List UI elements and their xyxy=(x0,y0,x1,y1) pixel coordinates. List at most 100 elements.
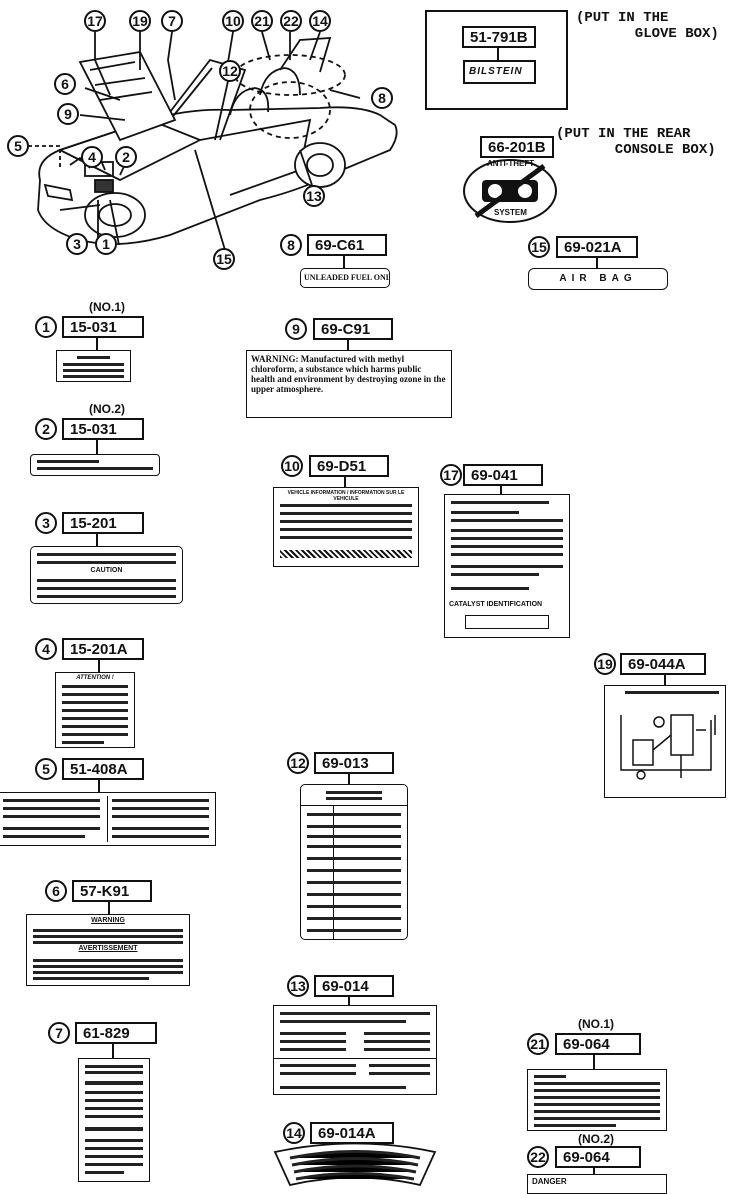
part-number-66-201B: 66-201B xyxy=(480,136,554,158)
callout-17-label: 17 xyxy=(440,464,462,486)
callout-4-label: 4 xyxy=(35,638,57,660)
sticker-caution: CAUTION xyxy=(30,546,183,604)
warning-text: WARNING xyxy=(27,915,189,924)
callout-7-label: 7 xyxy=(48,1022,70,1044)
callout-5-label: 5 xyxy=(35,758,57,780)
callout-14: 14 xyxy=(309,10,331,32)
sticker-hood-warning: WARNING AVERTISSEMENT xyxy=(26,914,190,986)
leader-line xyxy=(344,477,346,487)
note-glove-box: (PUT IN THE GLOVE BOX) xyxy=(576,10,719,42)
leader-line xyxy=(347,340,349,350)
sticker-warning-ozone: WARNING: Manufactured with methyl chloro… xyxy=(246,350,452,418)
sticker-69-064-no1 xyxy=(527,1069,667,1131)
catalyst-identification-text: CATALYST IDENTIFICATION xyxy=(449,601,542,608)
leader-line xyxy=(348,997,350,1005)
callout-1: 1 xyxy=(95,233,117,255)
leader-line xyxy=(108,902,110,914)
part-number-15-031-no2: 15-031 xyxy=(62,418,144,440)
part-number-69-021A: 69-021A xyxy=(556,236,638,258)
callout-19-label: 19 xyxy=(594,653,616,675)
callout-10-label: 10 xyxy=(281,455,303,477)
callout-15-label: 15 xyxy=(528,236,550,258)
sticker-air-bag: AIR BAG xyxy=(528,268,668,290)
part-number-69-C91: 69-C91 xyxy=(313,318,393,340)
anti-theft-system-text: SYSTEM xyxy=(494,208,527,217)
leader-line xyxy=(500,486,502,494)
danger-text: DANGER xyxy=(528,1175,666,1188)
sticker-51-408A xyxy=(0,792,216,846)
part-number-51-791B: 51-791B xyxy=(462,26,536,48)
callout-8-label: 8 xyxy=(280,234,302,256)
callout-17: 17 xyxy=(84,10,106,32)
callout-1-label: 1 xyxy=(35,316,57,338)
part-number-69-014: 69-014 xyxy=(314,975,394,997)
leader-line xyxy=(98,780,100,792)
sticker-69-014A-curved xyxy=(270,1140,440,1187)
air-bag-text: AIR BAG xyxy=(529,269,667,284)
callout-22-label: 22 xyxy=(527,1146,549,1168)
unleaded-text: UNLEADED FUEL ONLY xyxy=(301,269,389,286)
callout-3: 3 xyxy=(66,233,88,255)
sticker-emission-control: CATALYST IDENTIFICATION xyxy=(444,494,570,638)
no2-label: (NO.2) xyxy=(89,402,125,416)
part-number-15-201: 15-201 xyxy=(62,512,144,534)
part-number-69-064-no2: 69-064 xyxy=(555,1146,641,1168)
part-number-69-041: 69-041 xyxy=(463,464,543,486)
part-number-61-829: 61-829 xyxy=(75,1022,157,1044)
vehicle-info-title: VEHICLE INFORMATION / INFORMATION SUR LE… xyxy=(274,488,418,504)
part-number-69-013: 69-013 xyxy=(314,752,394,774)
part-number-57-K91: 57-K91 xyxy=(72,880,152,902)
part-number-69-C61: 69-C61 xyxy=(307,234,387,256)
callout-13: 13 xyxy=(303,185,325,207)
callout-7: 7 xyxy=(161,10,183,32)
sticker-15-031-no1 xyxy=(56,350,131,382)
leader-line xyxy=(96,338,98,350)
sticker-15-031-no2 xyxy=(30,454,160,476)
note-rear-console-box: (PUT IN THE REAR CONSOLE BOX) xyxy=(556,126,716,158)
sticker-tire-load xyxy=(273,1005,437,1095)
callout-8: 8 xyxy=(371,87,393,109)
callout-3-label: 3 xyxy=(35,512,57,534)
callout-21-label: 21 xyxy=(527,1033,549,1055)
callout-12: 12 xyxy=(219,60,241,82)
part-number-69-044A: 69-044A xyxy=(620,653,706,675)
part-number-15-201A: 15-201A xyxy=(62,638,144,660)
sticker-bilstein: BILSTEIN xyxy=(463,60,536,84)
callout-6-label: 6 xyxy=(45,880,67,902)
callout-22: 22 xyxy=(280,10,302,32)
sticker-attention: ATTENTION ! xyxy=(55,672,135,748)
callout-12-label: 12 xyxy=(287,752,309,774)
callout-4: 4 xyxy=(81,146,103,168)
attention-text: ATTENTION ! xyxy=(56,673,134,681)
callout-9-label: 9 xyxy=(285,318,307,340)
callout-21: 21 xyxy=(251,10,273,32)
anti-theft-text: ANTI-THEFT xyxy=(487,159,534,168)
callout-2: 2 xyxy=(115,146,137,168)
part-number-15-031-no1: 15-031 xyxy=(62,316,144,338)
sticker-tire-pressure xyxy=(300,784,408,940)
part-number-69-064-no1: 69-064 xyxy=(555,1033,641,1055)
warning-ozone-text: WARNING: Manufactured with methyl chloro… xyxy=(247,351,451,397)
part-number-69-D51: 69-D51 xyxy=(309,455,389,477)
leader-line xyxy=(497,48,499,60)
leader-line xyxy=(96,534,98,546)
callout-6: 6 xyxy=(54,73,76,95)
leader-line xyxy=(112,1044,114,1058)
leader-line xyxy=(98,660,100,672)
part-number-51-408A: 51-408A xyxy=(62,758,144,780)
no2-label-69-064: (NO.2) xyxy=(578,1132,614,1146)
leader-line xyxy=(96,440,98,454)
sticker-vacuum-diagram xyxy=(604,685,726,798)
callout-5: 5 xyxy=(7,135,29,157)
callout-15: 15 xyxy=(213,248,235,270)
no1-label: (NO.1) xyxy=(89,300,125,314)
caution-text: CAUTION xyxy=(31,567,182,574)
no1-label-69-064: (NO.1) xyxy=(578,1017,614,1031)
callout-2-label: 2 xyxy=(35,418,57,440)
leader-line xyxy=(348,774,350,784)
sticker-danger: DANGER xyxy=(527,1174,667,1194)
callout-10: 10 xyxy=(222,10,244,32)
leader-line xyxy=(343,256,345,268)
avertissement-text: AVERTISSEMENT xyxy=(27,945,189,952)
sticker-61-829 xyxy=(78,1058,150,1182)
